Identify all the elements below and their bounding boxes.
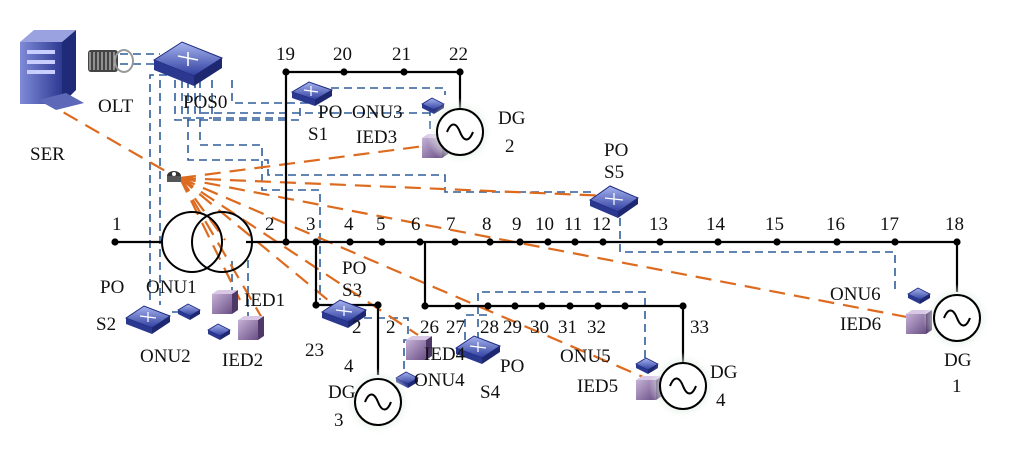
bus-label: 4 <box>344 356 354 377</box>
bus-label: 10 <box>535 214 554 235</box>
bus-label: 2 <box>352 317 362 338</box>
pos1-label: PO <box>318 102 342 123</box>
bus-label: 20 <box>333 44 352 65</box>
dg4-icon <box>649 352 717 420</box>
onu6-label: ONU6 <box>830 284 881 305</box>
ied4-icon <box>406 336 432 360</box>
onu2-label: ONU2 <box>140 346 191 367</box>
bus-nodes <box>111 68 961 310</box>
pos1-label: S1 <box>308 124 328 145</box>
ied6-label: IED6 <box>840 314 881 335</box>
dg2-label: DG <box>498 108 526 129</box>
dg3-label: 3 <box>334 410 344 431</box>
onu5-label: ONU5 <box>560 346 611 367</box>
pos2-icon <box>124 305 172 334</box>
bus-label: 2 <box>265 214 275 235</box>
bus-label: 16 <box>826 214 845 235</box>
dg4-label: DG <box>710 362 738 383</box>
dg4-label: 4 <box>716 390 726 411</box>
bus-label: 19 <box>276 44 295 65</box>
dg3-label: DG <box>328 382 356 403</box>
bus-number-labels: 1 2 3 4 5 6 7 8 9 10 11 12 13 14 15 16 1… <box>112 44 964 377</box>
pos2-label: S2 <box>96 314 116 335</box>
bus-label: 1 <box>112 214 122 235</box>
server-icon <box>20 30 84 110</box>
bus-label: 32 <box>587 317 606 338</box>
bus-label: 11 <box>564 214 582 235</box>
onu1-label: ONU1 <box>146 277 197 298</box>
bus-label: 26 <box>420 317 439 338</box>
onu4-label: ONU4 <box>414 370 465 391</box>
server-label: SER <box>30 144 65 165</box>
pos4-label: S4 <box>480 382 501 403</box>
pos4-icon <box>454 335 502 364</box>
pos5-label: PO <box>604 140 628 161</box>
bus-label: 3 <box>306 214 316 235</box>
bus-label: 33 <box>690 317 709 338</box>
dg1-icon <box>923 284 991 352</box>
ied1-label: IED1 <box>244 290 285 311</box>
bus-label: 14 <box>706 214 726 235</box>
bus-label: 30 <box>530 317 549 338</box>
ied1-icon <box>212 290 238 314</box>
pos3-label: S3 <box>342 280 362 301</box>
pos5-label: S5 <box>604 162 624 183</box>
dg1-label: DG <box>944 350 972 371</box>
dg1-label: 1 <box>952 376 962 397</box>
device-labels: SER OLT POS0 PO S1 PO S2 PO S3 PO S4 PO … <box>30 92 972 431</box>
fiber-cable-icon <box>88 49 134 73</box>
pos3-icon <box>320 299 368 328</box>
olt-label: OLT <box>98 96 134 117</box>
pos2-label: PO <box>100 277 124 298</box>
onu3-label: ONU3 <box>352 102 403 123</box>
ied5-label: IED5 <box>577 376 618 397</box>
ied2-label: IED2 <box>222 350 263 371</box>
dg2-label: 2 <box>505 136 515 157</box>
bus-label: 15 <box>765 214 784 235</box>
bus-label: 13 <box>649 214 668 235</box>
pos3-label: PO <box>342 258 366 279</box>
olt-pos0-icon <box>152 41 224 86</box>
pos5-icon <box>588 185 640 218</box>
bus-label: 18 <box>945 214 964 235</box>
onu1-icon <box>177 303 201 320</box>
dg2-icon <box>426 98 494 166</box>
bus-label: 17 <box>880 214 899 235</box>
dg3-icon <box>344 368 412 436</box>
ied4-label: IED4 <box>424 344 466 365</box>
bus-label: 21 <box>392 44 411 65</box>
bus-label: 9 <box>512 214 522 235</box>
bus-label: 27 <box>446 317 465 338</box>
ied3-label: IED3 <box>356 127 397 148</box>
bus-label: 2 <box>386 317 396 338</box>
bus-label: 28 <box>480 317 499 338</box>
transformer-icon <box>161 211 253 273</box>
bus-label: 5 <box>376 214 386 235</box>
bus-label: 29 <box>503 317 522 338</box>
ied2-icon <box>238 316 264 340</box>
bus-label: 31 <box>558 317 577 338</box>
onu2-icon <box>207 323 231 340</box>
pos4-label: PO <box>500 356 524 377</box>
bus-label: 12 <box>592 214 611 235</box>
pos1-icon <box>290 81 334 106</box>
bus-label: 6 <box>411 214 421 235</box>
wireless-hub-icon <box>167 171 181 182</box>
bus-label: 23 <box>305 340 324 361</box>
onu6-icon <box>907 287 931 304</box>
bus-label: 8 <box>482 214 492 235</box>
bus-label: 4 <box>344 214 354 235</box>
bus-label: 22 <box>449 44 468 65</box>
bus-label: 7 <box>446 214 456 235</box>
pos0-label: POS0 <box>183 92 227 113</box>
